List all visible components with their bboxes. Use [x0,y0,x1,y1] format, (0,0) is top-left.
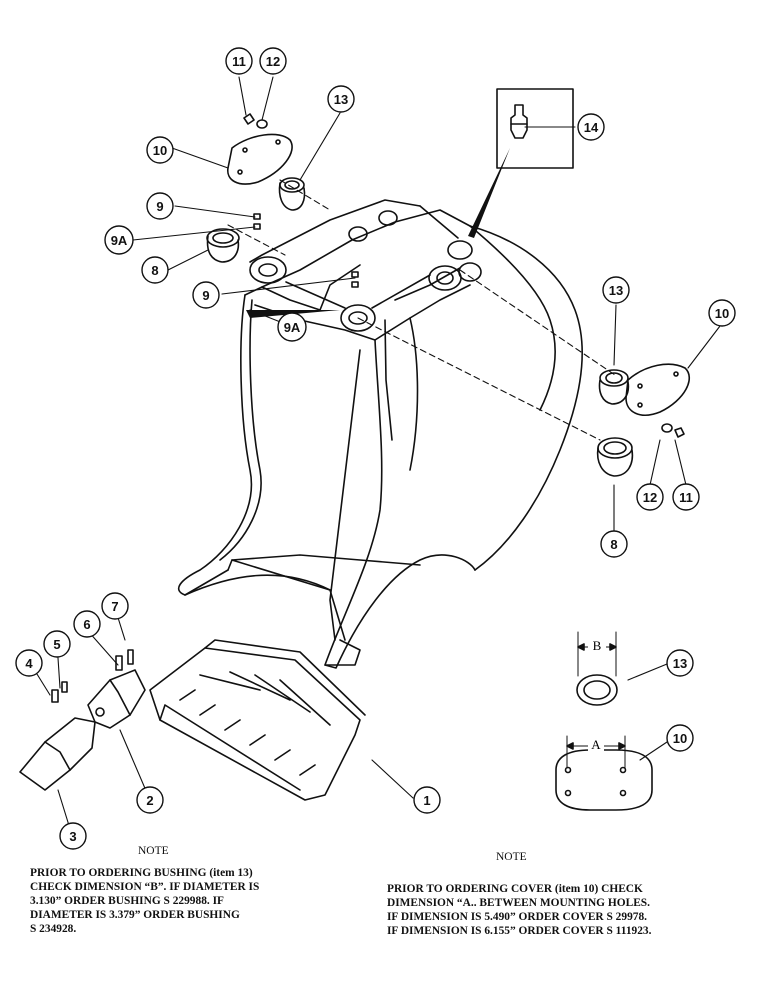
callout-13-right: 13 [602,276,630,304]
svg-text:7: 7 [111,599,118,614]
svg-text:13: 13 [673,656,687,671]
tooth-bar [149,639,366,801]
callout-13-top: 13 [327,85,355,113]
svg-text:2: 2 [146,793,153,808]
cover-plate-top [227,133,293,185]
grease-fitting-box [496,88,574,169]
note-right-line: PRIOR TO ORDERING COVER (item 10) CHECK [387,883,643,895]
cover-plate-right [625,363,690,416]
bolt-washer-right [661,423,685,438]
note-left-line: 3.130” ORDER BUSHING S 229988. IF [30,895,224,907]
note-left-line: DIAMETER IS 3.379” ORDER BUSHING [30,909,240,921]
svg-text:10: 10 [153,143,167,158]
note-left-line: PRIOR TO ORDERING BUSHING (item 13) [30,867,253,879]
dimension-labels: B A [588,638,606,752]
note-left-line: S 234928. [30,923,77,935]
note-right-line: IF DIMENSION IS 5.490” ORDER COVER S 299… [387,911,648,923]
svg-text:5: 5 [53,637,60,652]
callout-6: 6 [73,610,101,638]
dimension-b-label: B [593,638,602,653]
callout-2: 2 [136,786,164,814]
note-right-text: PRIOR TO ORDERING COVER (item 10) CHECK … [387,882,651,938]
callout-9-upper: 9 [146,192,174,220]
bucket-body [177,199,583,669]
callout-4: 4 [15,649,43,677]
callout-14: 14 [577,113,605,141]
tooth-adapter [87,669,146,729]
svg-text:10: 10 [673,731,687,746]
detail-bushing-b [576,631,618,706]
callout-1: 1 [413,786,441,814]
alignment-lines [227,179,616,441]
callout-9a-lower: 9A [277,312,307,342]
callouts: 11 12 13 10 14 9 9A 8 9 9A 13 10 12 11 8… [15,47,736,850]
svg-text:12: 12 [266,54,280,69]
callout-12-right: 12 [636,483,664,511]
svg-text:9: 9 [156,199,163,214]
bushing-lower-right [596,437,634,477]
callout-8-right: 8 [600,530,628,558]
note-left-line: CHECK DIMENSION “B”. IF DIAMETER IS [30,881,260,893]
note-left-text: PRIOR TO ORDERING BUSHING (item 13) CHEC… [30,866,259,936]
pin-and-lock [51,649,134,703]
callout-8-left: 8 [141,256,169,284]
note-right-line: IF DIMENSION IS 6.155” ORDER COVER S 111… [387,925,652,937]
dimension-a-label: A [591,737,601,752]
callout-10-detail: 10 [666,724,694,752]
svg-text:6: 6 [83,617,90,632]
bolt-washer-top [243,113,268,129]
svg-text:14: 14 [584,120,599,135]
svg-text:13: 13 [609,283,623,298]
svg-text:12: 12 [643,490,657,505]
note-right-title: NOTE [496,851,527,863]
callout-3: 3 [59,822,87,850]
svg-text:11: 11 [232,54,246,69]
bushing-top [278,177,306,211]
svg-text:9: 9 [202,288,209,303]
svg-text:1: 1 [423,793,430,808]
callout-10-top: 10 [146,136,174,164]
svg-text:10: 10 [715,306,729,321]
svg-text:8: 8 [610,537,617,552]
note-right-line: DIMENSION “A.. BETWEEN MOUNTING HOLES. [387,897,650,909]
svg-text:4: 4 [25,656,33,671]
callout-5: 5 [43,630,71,658]
svg-text:3: 3 [69,829,76,844]
svg-text:9A: 9A [111,233,128,248]
note-left-title: NOTE [138,845,169,857]
callout-7: 7 [101,592,129,620]
bucket-tooth [19,717,96,791]
svg-text:13: 13 [334,92,348,107]
bushing-left [206,228,240,263]
callout-9a-upper: 9A [104,225,134,255]
bushing-right [598,369,630,405]
callout-10-right: 10 [708,299,736,327]
svg-text:8: 8 [151,263,158,278]
callout-12-top: 12 [259,47,287,75]
fittings-top [253,213,359,288]
callout-9-lower: 9 [192,281,220,309]
callout-11-right: 11 [672,483,700,511]
svg-text:9A: 9A [284,320,301,335]
callout-13-detail: 13 [666,649,694,677]
svg-text:11: 11 [679,490,693,505]
callout-11-top: 11 [225,47,253,75]
pointer-wedges [246,148,510,318]
